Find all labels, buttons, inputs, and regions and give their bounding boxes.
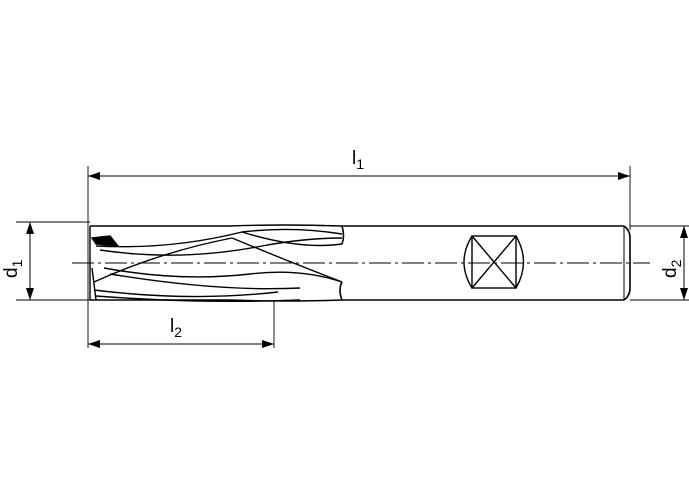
- l2-label: l2: [170, 316, 182, 340]
- drive-flat-mark: [463, 235, 525, 289]
- cutting-flutes: [89, 224, 343, 303]
- d1-label: d1: [1, 259, 25, 278]
- extension-lines: [16, 166, 689, 348]
- shank: [339, 225, 631, 301]
- d2-label: d2: [660, 259, 684, 278]
- l1-label: l1: [352, 148, 364, 172]
